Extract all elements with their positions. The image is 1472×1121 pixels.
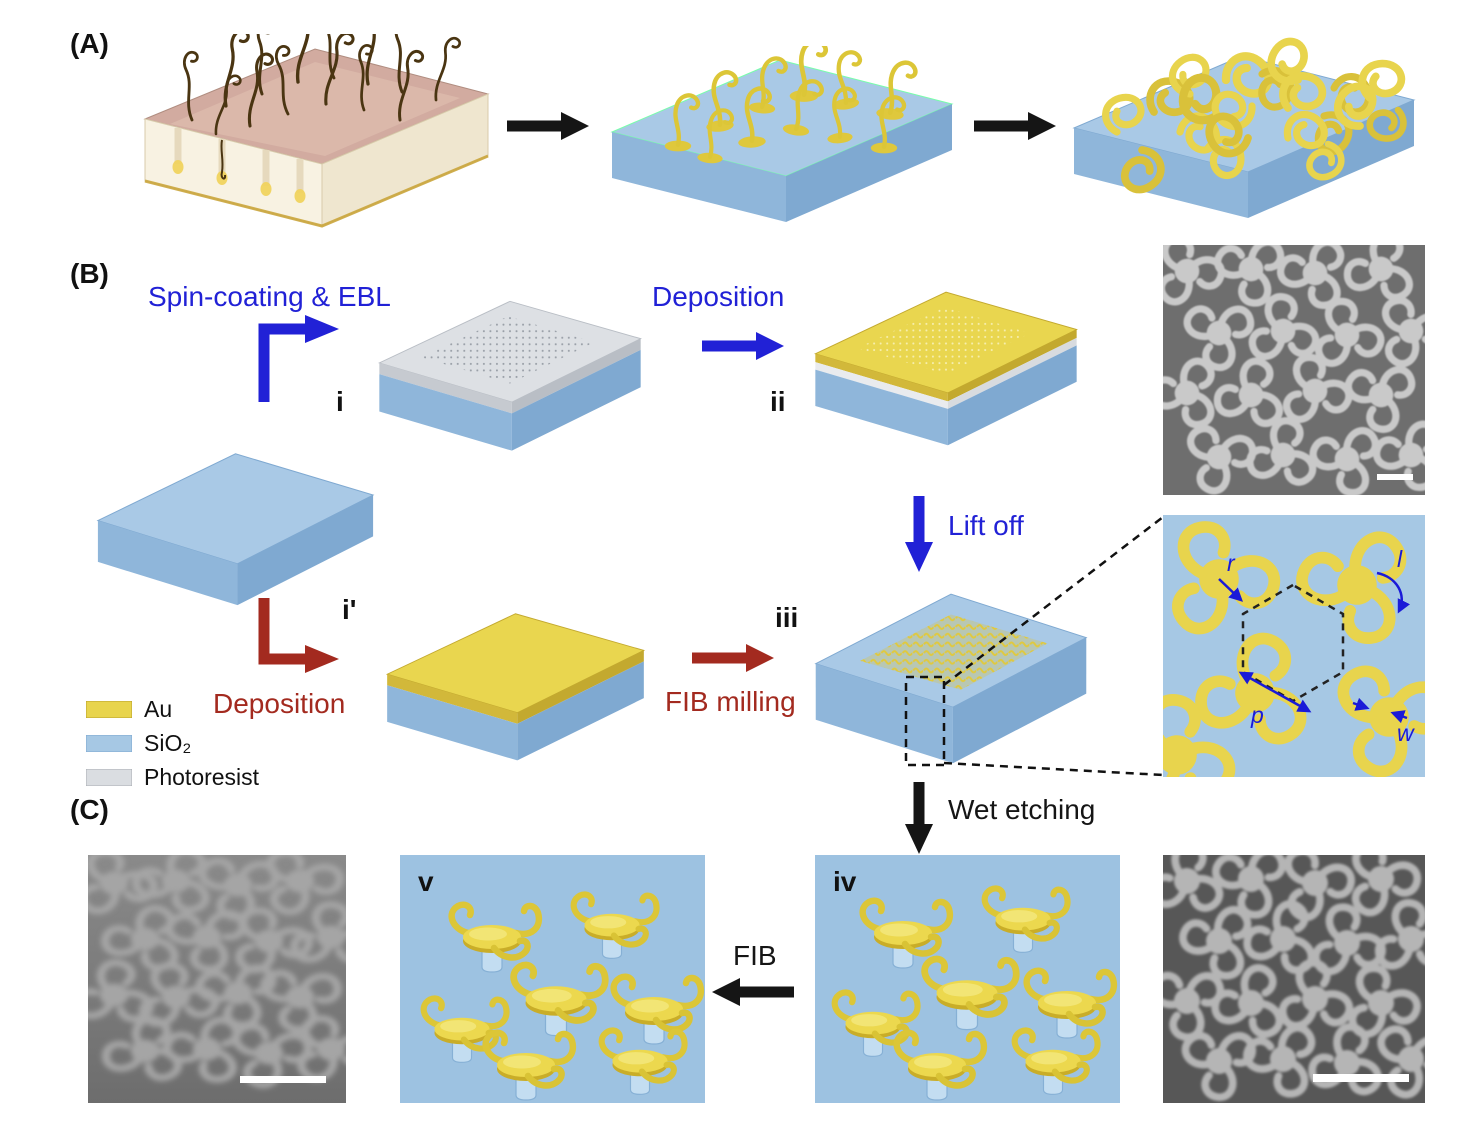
photoresist-front-strip bbox=[815, 362, 948, 409]
width-arrow-right bbox=[1390, 710, 1408, 724]
step-fib-milling: FIB milling bbox=[665, 686, 796, 717]
stage-label-v: v bbox=[418, 866, 434, 897]
stage-label-ii: ii bbox=[770, 386, 786, 417]
label-l: l bbox=[1397, 546, 1403, 572]
legend-row-photoresist: Photoresist bbox=[86, 764, 259, 791]
arm-length-arrow bbox=[1376, 571, 1411, 614]
dimension-annotations bbox=[1218, 571, 1411, 724]
sio2-front-face bbox=[387, 685, 518, 761]
step-deposition-top: Deposition bbox=[652, 281, 785, 312]
legend-row-au: Au bbox=[86, 696, 259, 723]
hair-follicles bbox=[172, 128, 306, 203]
block-i-photoresist-on-sio2 bbox=[378, 300, 642, 451]
arrow-deposition-bottom-elbow bbox=[258, 598, 339, 673]
step-spin-coating-ebl: Spin-coating & EBL bbox=[148, 281, 391, 312]
legend-label-sio2: SiO₂ bbox=[144, 730, 192, 756]
step-lift-off: Lift off bbox=[948, 510, 1024, 541]
sio2-side-face bbox=[947, 345, 1077, 446]
photoresist-side-strip bbox=[947, 337, 1077, 409]
legend-label-photoresist: Photoresist bbox=[144, 764, 260, 790]
au-front-face bbox=[815, 353, 948, 402]
step-deposition-bottom: Deposition bbox=[213, 688, 346, 719]
step-fib: FIB bbox=[733, 940, 777, 971]
au-side-face bbox=[947, 329, 1077, 402]
stage-label-iv: iv bbox=[833, 866, 857, 897]
sem-image-tilted-view bbox=[88, 855, 346, 1103]
arrow-lift-off bbox=[905, 496, 933, 572]
photoresist-side-face bbox=[511, 338, 641, 414]
stage-label-iii: iii bbox=[775, 602, 799, 633]
stage-label-i-prime: i' bbox=[342, 594, 357, 625]
sio2-side-face bbox=[511, 349, 641, 451]
legend-label-au: Au bbox=[144, 696, 173, 722]
arrow-a-step1 bbox=[507, 112, 589, 140]
sio2-side-face bbox=[517, 661, 644, 761]
sio2-swatch bbox=[86, 735, 132, 752]
substrate-with-nanohooks-illustration bbox=[610, 46, 954, 222]
arrow-spin-coating bbox=[258, 315, 339, 402]
illustration-iv-mushrooms-after-etch bbox=[815, 855, 1120, 1103]
panel-b-label: (B) bbox=[70, 258, 109, 289]
panel-c-label: (C) bbox=[70, 794, 109, 825]
unit-cell-zoom-panel: r l p w bbox=[1163, 515, 1425, 777]
au-front-face bbox=[387, 674, 518, 724]
pitch-arrow bbox=[1238, 671, 1312, 713]
arrow-a-step2 bbox=[974, 112, 1056, 140]
gold-base-line bbox=[144, 154, 489, 228]
panel-a-label: (A) bbox=[70, 28, 109, 59]
step-wet-etching: Wet etching bbox=[948, 794, 1096, 825]
label-p: p bbox=[1250, 702, 1264, 728]
block-iii-patterned-au bbox=[814, 593, 1088, 764]
milled-gold-pattern bbox=[860, 614, 1048, 690]
ebl-pattern-dots bbox=[421, 316, 594, 384]
width-arrow-left bbox=[1352, 697, 1370, 711]
au-side-face bbox=[517, 650, 644, 724]
legend-row-sio2: SiO₂ bbox=[86, 730, 259, 757]
block-ii-au-on-photoresist bbox=[814, 291, 1078, 446]
stage-label-i: i bbox=[336, 386, 344, 417]
scale-bar bbox=[240, 1076, 326, 1083]
label-r: r bbox=[1227, 550, 1236, 576]
skin-with-hairs-illustration bbox=[143, 34, 490, 228]
arrow-fib bbox=[712, 978, 794, 1006]
sio2-front-face bbox=[815, 369, 948, 446]
scale-bar bbox=[1313, 1074, 1409, 1082]
scale-bar bbox=[1377, 474, 1413, 480]
photoresist-swatch bbox=[86, 769, 132, 786]
zoom-source-box bbox=[904, 675, 946, 767]
sem-image-final-structures bbox=[1163, 855, 1425, 1103]
sem-image-top-view bbox=[1163, 245, 1425, 495]
au-pattern-dots bbox=[857, 307, 1030, 375]
arrow-fib-milling bbox=[692, 644, 774, 672]
label-w: w bbox=[1397, 720, 1415, 746]
zoom-connector-lines bbox=[904, 516, 1164, 777]
radius-arrow bbox=[1218, 578, 1243, 602]
photoresist-front-face bbox=[379, 362, 512, 414]
sio2-substrate-block bbox=[96, 453, 375, 606]
material-legend: Au SiO₂ Photoresist bbox=[86, 696, 259, 791]
arrow-wet-etching bbox=[905, 782, 933, 854]
illustration-v-mushrooms-after-fib bbox=[400, 855, 705, 1103]
sio2-front-face bbox=[379, 374, 512, 451]
substrate-with-gold-curls-illustration bbox=[1072, 32, 1416, 218]
block-i-prime-au-film bbox=[385, 613, 646, 761]
arrow-deposition-top bbox=[702, 332, 784, 360]
skin-top-highlight bbox=[170, 62, 460, 156]
au-swatch bbox=[86, 701, 132, 718]
